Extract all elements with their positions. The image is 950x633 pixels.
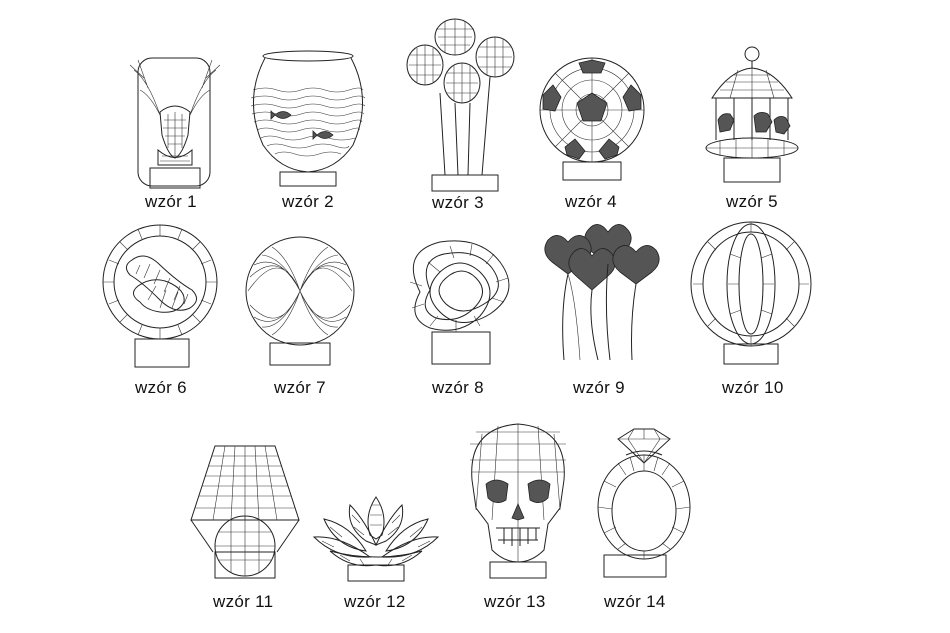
lotus-flower-icon — [312, 496, 440, 582]
pattern-card-12[interactable]: wzór 12 — [310, 495, 445, 612]
pattern-card-2[interactable]: wzór 2 — [245, 40, 375, 220]
pattern-label: wzór 10 — [722, 378, 784, 397]
pattern-card-7[interactable]: wzór 7 — [240, 235, 365, 405]
trefoil-knot-icon — [409, 240, 510, 365]
pattern-label: wzór 3 — [432, 193, 484, 212]
pattern-card-3[interactable]: wzór 3 — [400, 15, 530, 220]
pattern-card-10[interactable]: wzór 10 — [688, 218, 818, 405]
fishbowl-icon — [250, 50, 366, 187]
sphere-swirl-icon — [245, 236, 355, 366]
pattern-card-13[interactable]: wzór 13 — [462, 420, 582, 612]
pattern-card-5[interactable]: wzór 5 — [700, 40, 810, 220]
carousel-icon — [705, 46, 799, 183]
pattern-card-8[interactable]: wzór 8 — [400, 232, 525, 405]
soccer-ball-icon — [539, 57, 645, 181]
interlocked-rings-icon — [690, 221, 812, 365]
heart-balloons-icon — [544, 224, 660, 361]
pattern-label: wzór 14 — [604, 592, 666, 611]
pattern-label: wzór 7 — [274, 378, 326, 397]
pattern-label: wzór 1 — [145, 192, 197, 211]
pattern-card-1[interactable]: wzór 1 — [120, 40, 230, 220]
skull-icon — [470, 423, 566, 579]
ring-knot-icon — [102, 224, 218, 368]
pattern-card-4[interactable]: wzór 4 — [535, 55, 655, 220]
pattern-label: wzór 5 — [726, 192, 778, 211]
pattern-label: wzór 2 — [282, 192, 334, 211]
pattern-label: wzór 12 — [344, 592, 406, 611]
pattern-label: wzór 8 — [432, 378, 484, 397]
table-lamp-icon — [190, 445, 300, 579]
deer-head-icon — [129, 57, 221, 189]
pattern-card-14[interactable]: wzór 14 — [582, 425, 692, 612]
pattern-label: wzór 13 — [484, 592, 546, 611]
pattern-card-11[interactable]: wzór 11 — [185, 440, 305, 612]
pattern-label: wzór 11 — [213, 592, 274, 611]
pattern-label: wzór 4 — [565, 192, 617, 211]
balloons-icon — [406, 18, 515, 192]
pattern-card-6[interactable]: wzór 6 — [100, 220, 225, 405]
diamond-ring-icon — [597, 428, 691, 578]
pattern-label: wzór 6 — [135, 378, 187, 397]
pattern-card-9[interactable]: wzór 9 — [540, 220, 665, 405]
pattern-label: wzór 9 — [573, 378, 625, 397]
